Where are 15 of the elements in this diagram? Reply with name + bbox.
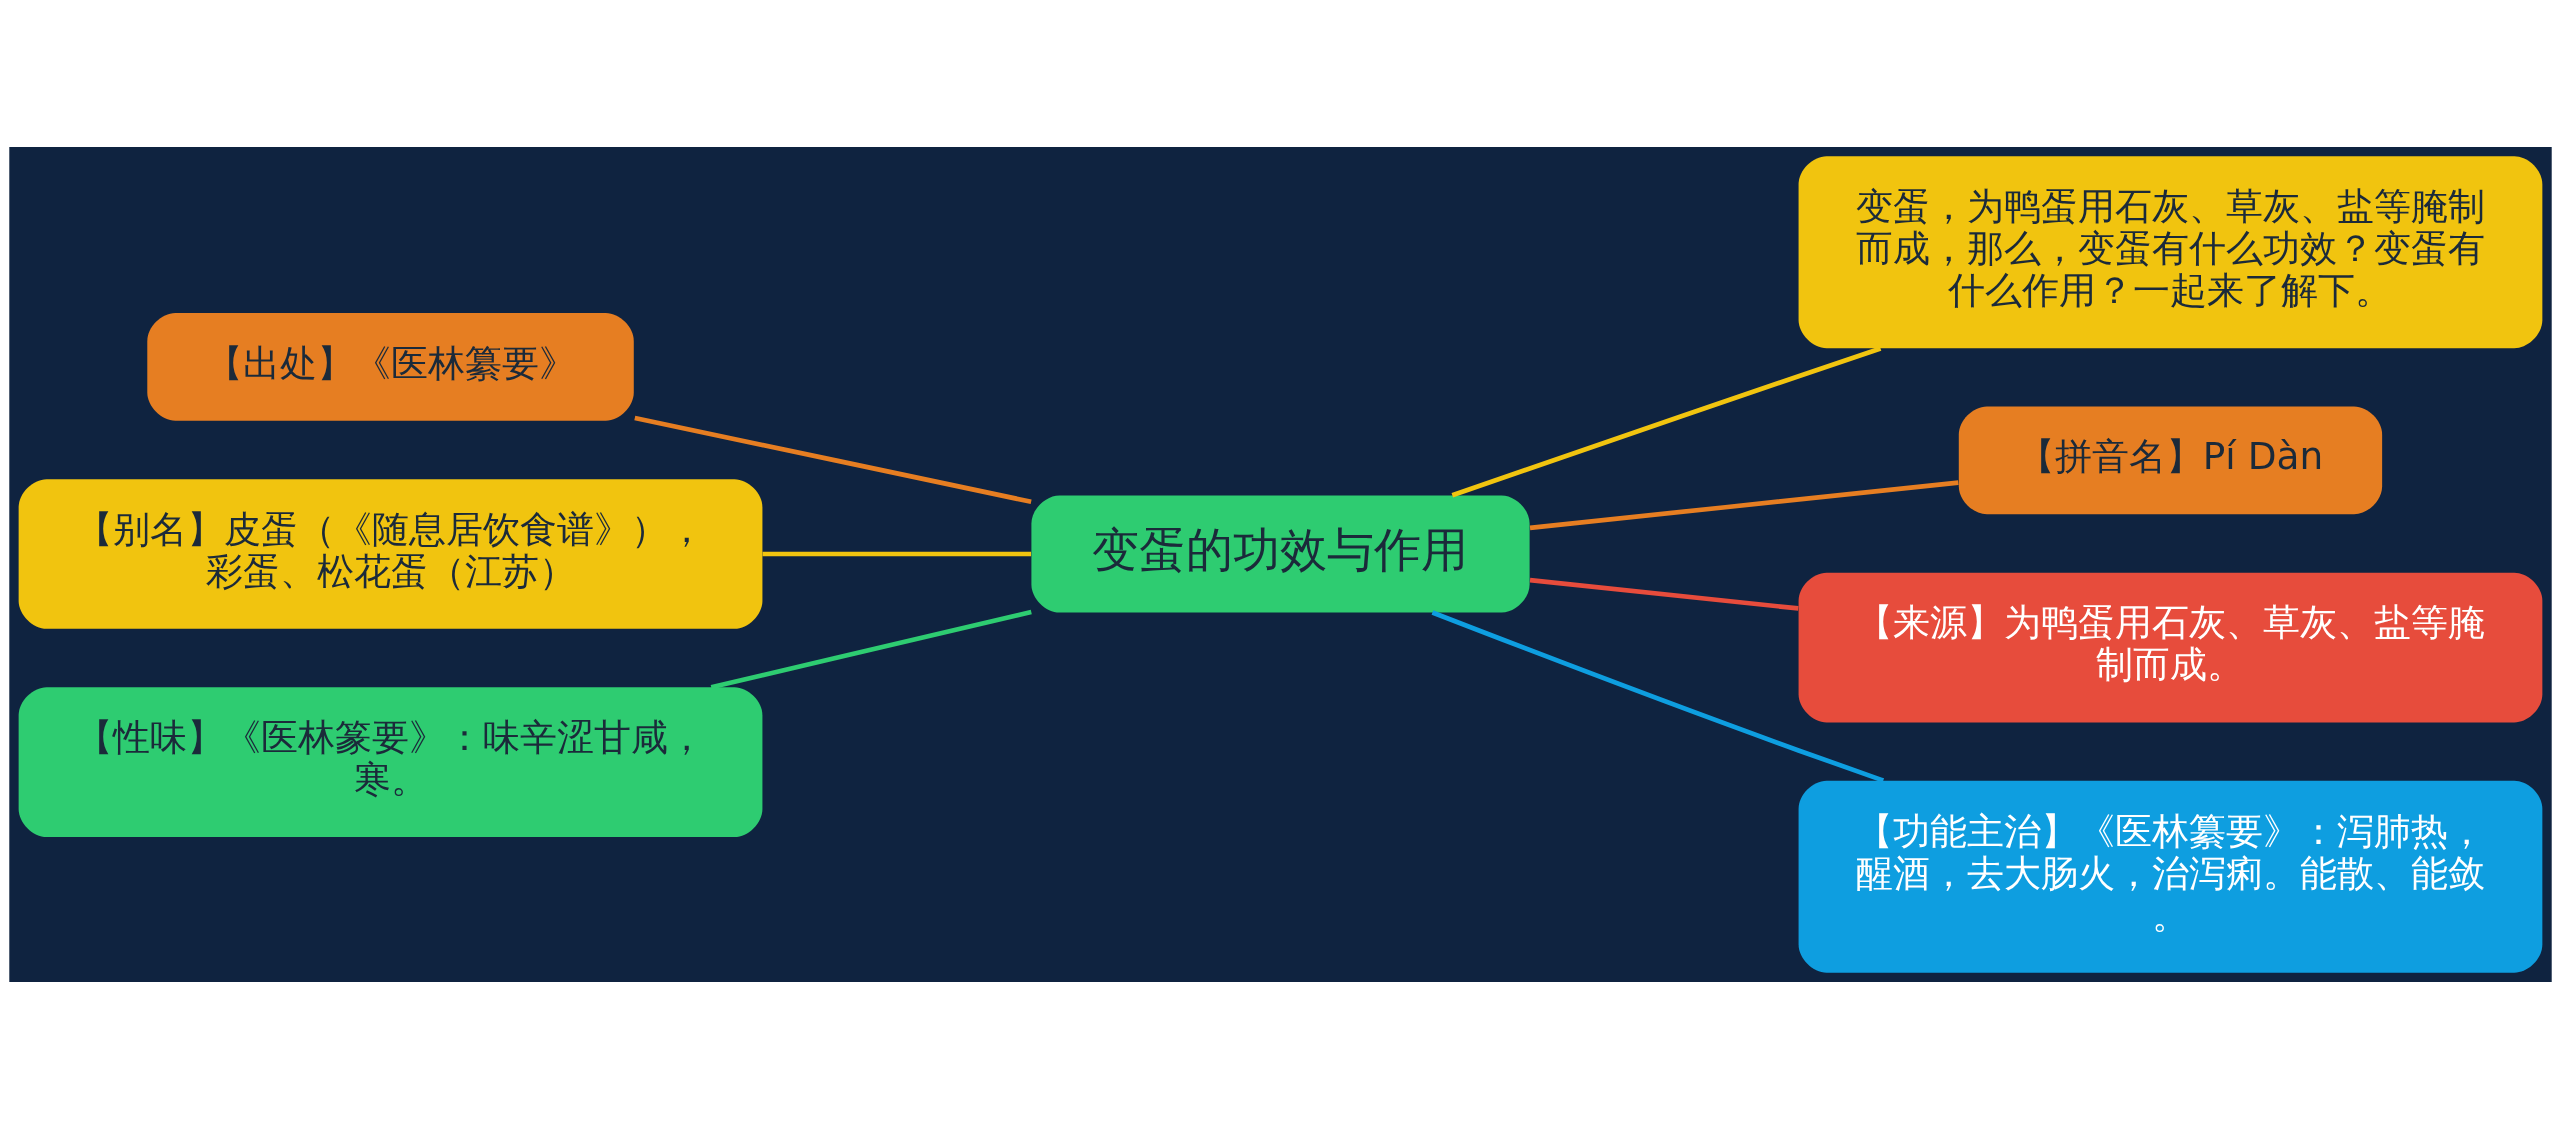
node-box: 【来源】为鸭蛋用石灰、草灰、盐等腌制而成。 bbox=[1798, 572, 2542, 723]
connector bbox=[1529, 480, 1959, 531]
node-box: 变蛋的功效与作用 bbox=[1030, 495, 1530, 613]
connector bbox=[633, 415, 1032, 505]
node-box: 【性味】《医林篆要》：味辛涩甘咸，寒。 bbox=[18, 687, 762, 837]
connector bbox=[1431, 610, 1884, 783]
node-box: 【别名】皮蛋（《随息居饮食谱》），彩蛋、松花蛋（江苏） bbox=[18, 479, 762, 629]
node-box: 变蛋，为鸭蛋用石灰、草灰、盐等腌制而成，那么，变蛋有什么功效？变蛋有什么作用？一起来了解下。 bbox=[1798, 156, 2542, 349]
node-box: 【功能主治】《医林纂要》：泻肺热，醒酒，去大肠火，治泻痢。能散、能敛。 bbox=[1798, 780, 2542, 973]
connector bbox=[1529, 577, 1798, 611]
node-box: 【拼音名】Pí Dàn bbox=[1958, 406, 2382, 515]
node-box: 【出处】《医林纂要》 bbox=[146, 313, 634, 421]
connector bbox=[762, 551, 1031, 557]
connector bbox=[1451, 346, 1881, 498]
connector bbox=[710, 609, 1032, 690]
